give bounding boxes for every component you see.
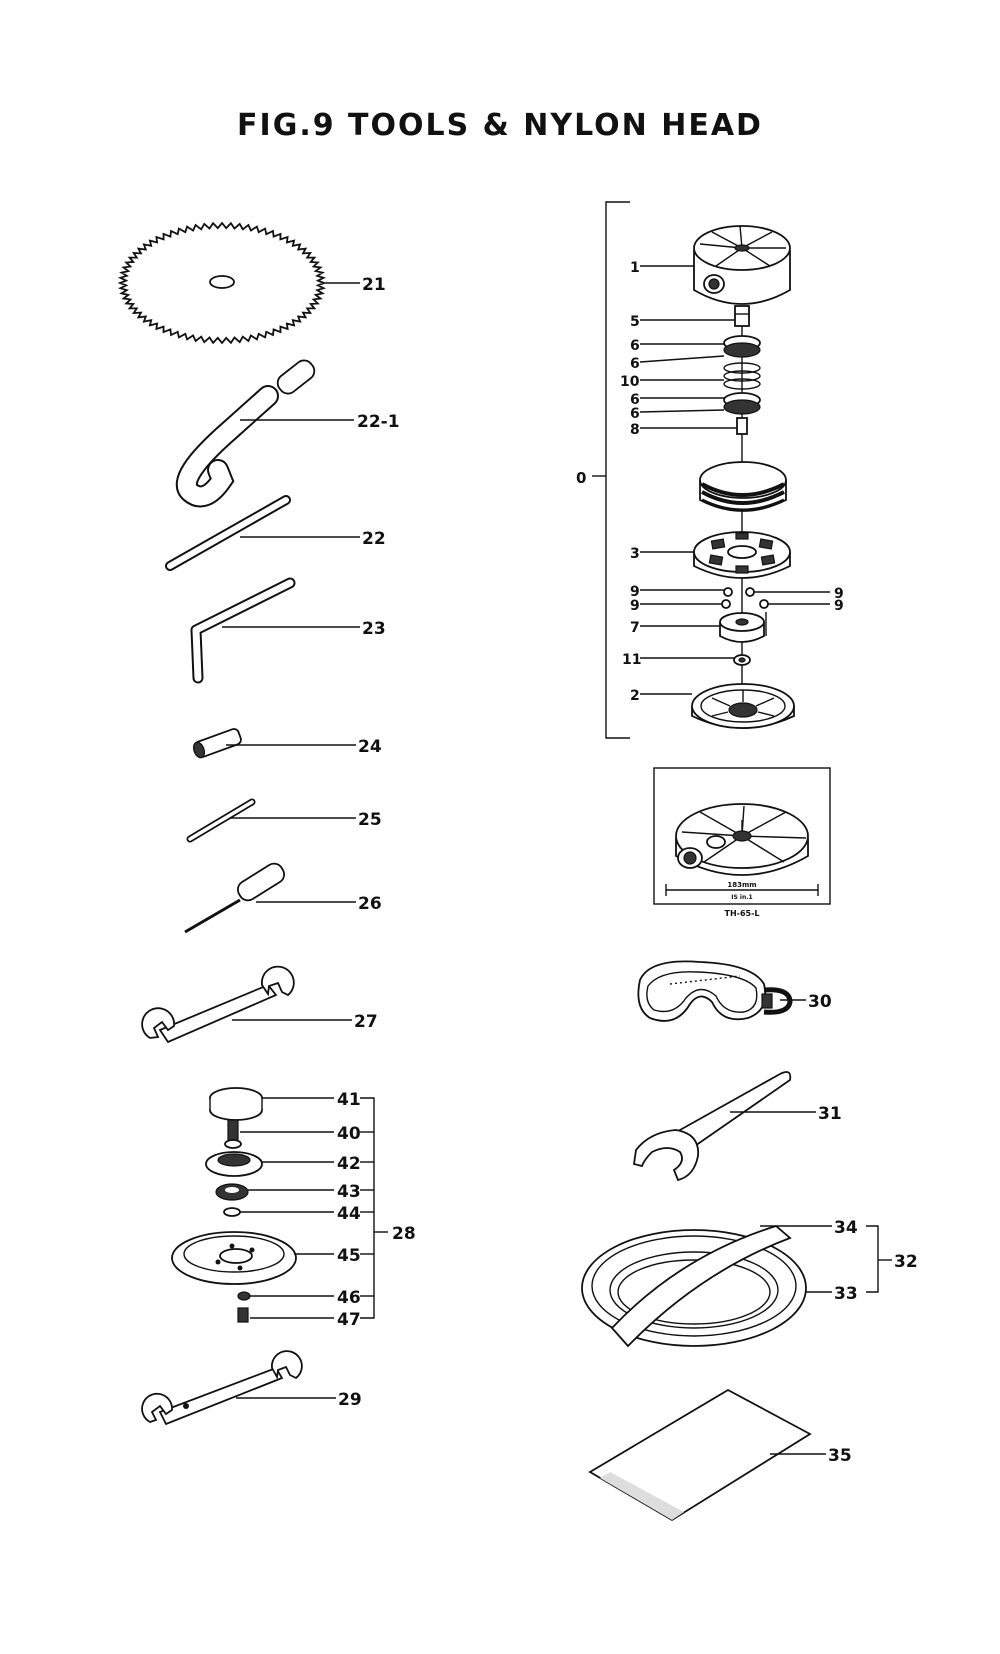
- callout-24: 24: [358, 737, 382, 757]
- callout-35: 35: [828, 1446, 852, 1466]
- callout-5: 5: [630, 314, 640, 330]
- callout-1: 1: [630, 260, 640, 276]
- callout-29: 29: [338, 1390, 362, 1410]
- callout-21: 21: [362, 275, 386, 295]
- part-5-bolt: [734, 305, 750, 327]
- part-24-socket: [192, 728, 242, 759]
- callout-23: 23: [362, 619, 386, 639]
- part-42-holder: [205, 1151, 263, 1177]
- callout-0: 0: [576, 469, 586, 487]
- figure-title: FIG.9 TOOLS & NYLON HEAD: [237, 108, 763, 143]
- callout-28: 28: [392, 1224, 416, 1244]
- part-31-hook-wrench: [632, 1071, 792, 1182]
- part-7-cam: [719, 612, 767, 643]
- part-1-head-housing: [693, 225, 791, 305]
- callout-9b: 9: [630, 598, 640, 614]
- part-23-hex-key: [190, 577, 296, 684]
- part-45-guard-disc: [171, 1231, 297, 1285]
- part-6-washer-bottom: [723, 392, 761, 415]
- inset-model: TH-65-L: [724, 909, 759, 918]
- part-2-base-cover: [691, 683, 795, 729]
- part-44-ring: [223, 1207, 241, 1217]
- callout-43: 43: [337, 1182, 361, 1202]
- callout-25: 25: [358, 810, 382, 830]
- part-3-spool: [693, 531, 791, 579]
- part-34-strap: [610, 1224, 792, 1348]
- callout-47: 47: [337, 1310, 361, 1330]
- callout-45: 45: [337, 1246, 361, 1266]
- callout-30: 30: [808, 992, 832, 1012]
- part-35-manual: [588, 1388, 812, 1522]
- callout-44: 44: [337, 1204, 361, 1224]
- part-40-bolt: [224, 1119, 242, 1149]
- callout-10: 10: [620, 374, 640, 390]
- part-8-shaft: [736, 417, 748, 435]
- callout-32: 32: [894, 1252, 918, 1272]
- part-nylon-line-coil: [699, 461, 787, 512]
- callout-2: 2: [630, 688, 640, 704]
- part-47-nut: [237, 1307, 249, 1323]
- part-41-cap: [209, 1087, 263, 1121]
- part-21-saw-blade: [117, 221, 327, 345]
- callout-40: 40: [337, 1124, 361, 1144]
- part-25-pin: [186, 798, 256, 843]
- part-29-wrench: [141, 1350, 303, 1426]
- part-11-washer: [733, 654, 751, 666]
- callout-22-1: 22-1: [357, 412, 400, 432]
- callout-8: 8: [630, 422, 640, 438]
- callout-6a: 6: [630, 338, 640, 354]
- callout-7: 7: [630, 620, 640, 636]
- callout-3: 3: [630, 546, 640, 562]
- inset-assembled-head: 183mm IS in.1: [653, 767, 831, 905]
- callout-6c: 6: [630, 392, 640, 408]
- part-22-1-hook-tube: [175, 359, 316, 508]
- callout-9a: 9: [630, 584, 640, 600]
- callout-11: 11: [622, 652, 641, 668]
- callout-31: 31: [818, 1104, 842, 1124]
- part-6-washer-top: [723, 335, 761, 358]
- callout-41: 41: [337, 1090, 361, 1110]
- part-43-washer: [215, 1183, 249, 1201]
- callout-27: 27: [354, 1012, 378, 1032]
- part-9-balls: [721, 587, 769, 609]
- callout-42: 42: [337, 1154, 361, 1174]
- inset-dimension-sub: IS in.1: [731, 894, 752, 901]
- part-46-washer: [237, 1291, 251, 1301]
- part-10-spring: [723, 362, 761, 390]
- callout-9c: 9: [834, 586, 844, 602]
- callout-22: 22: [362, 529, 386, 549]
- callout-26: 26: [358, 894, 382, 914]
- callout-9d: 9: [834, 598, 844, 614]
- callout-6b: 6: [630, 356, 640, 372]
- part-26-screwdriver: [184, 862, 285, 934]
- callout-6d: 6: [630, 406, 640, 422]
- callout-33: 33: [834, 1284, 858, 1304]
- inset-dimension: 183mm: [727, 881, 756, 889]
- part-27-wrench: [141, 965, 295, 1044]
- part-22-rod: [165, 495, 291, 571]
- callout-46: 46: [337, 1288, 361, 1308]
- part-30-goggles: [637, 960, 793, 1022]
- callout-34: 34: [834, 1218, 858, 1238]
